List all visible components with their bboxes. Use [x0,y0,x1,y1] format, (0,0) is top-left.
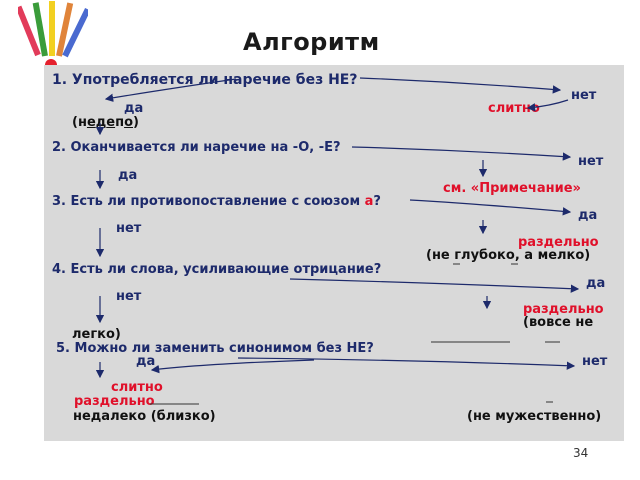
q1-result-slitno: слитно [488,101,540,116]
slide-number: 34 [573,446,589,460]
q5-result-razdelno: раздельно [74,394,155,409]
q5-yes-label: да [136,354,156,369]
q5-example-no: (не мужественно) [467,409,602,424]
question-3: 3. Есть ли противопоставление с союзом а… [52,194,381,209]
q3-result-razdelno: раздельно [518,235,599,250]
q3-example: (не глубоко, а мелко) [426,248,591,263]
question-4: 4. Есть ли слова, усиливающие отрицание? [52,262,382,277]
q2-no-label: нет [578,154,604,169]
q2-yes-label: да [118,168,138,183]
question-2: 2. Оканчивается ли наречие на -О, -Е? [52,140,341,155]
q4-yes-label: да [586,276,606,291]
q4-result-razdelno: раздельно [523,302,604,317]
algorithm-panel [44,65,624,441]
page-title: Алгоритм [243,28,380,56]
q3-yes-label: да [578,208,598,223]
q5-example-yes: недалеко (близко) [73,409,216,424]
q5-result-slitno: слитно [111,380,163,395]
colored-pencils-logo [18,1,88,71]
q4-example: (вовсе не [523,315,594,330]
q5-no-label: нет [582,354,608,369]
q2-note: см. «Примечание» [443,181,581,196]
question-1: 1. Употребляется ли наречие без НЕ? [52,72,358,88]
q4-no-label: нет [116,289,142,304]
q3-no-label: нет [116,221,142,236]
q4-example-cont: легко) [72,327,121,342]
q1-yes-label: да [124,101,144,116]
q1-no-label: нет [571,88,597,103]
question-5: 5. Можно ли заменить синонимом без НЕ? [56,341,374,356]
q1-example: (недепо) [72,115,139,130]
